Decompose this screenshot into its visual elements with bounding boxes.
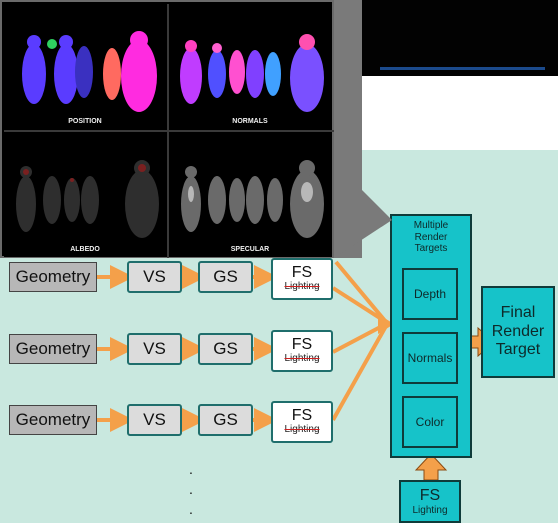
albedo-quadrant: ALBEDO (4, 132, 167, 257)
vs-label-2: VS (143, 339, 166, 358)
gbuffer-panel: POSITION NORMALS (0, 0, 334, 258)
fs-bottom-label: FS (419, 487, 441, 505)
mrt-title: Multiple Render Targets (392, 220, 470, 255)
position-label: POSITION (68, 118, 101, 125)
mrt-title-line1: Multiple (413, 220, 449, 231)
gs-label-1: GS (213, 267, 238, 286)
fs-box-2: FS Lighting (271, 330, 333, 372)
albedo-label: ALBEDO (70, 246, 100, 253)
geometry-label-1: Geometry (15, 267, 91, 286)
continuation-dots: · · · (188, 464, 194, 520)
specular-image: SPECULAR (169, 132, 332, 257)
fs-bottom-lighting-label: Lighting (412, 504, 448, 516)
fs-lighting-struck-2: Lighting (284, 353, 320, 365)
target-color-label: Color (415, 415, 445, 429)
normals-label: NORMALS (232, 118, 268, 125)
geometry-box-3: Geometry (9, 405, 97, 435)
target-depth-label: Depth (413, 287, 447, 301)
vs-box-2: VS (127, 333, 182, 365)
geometry-box-1: Geometry (9, 262, 97, 292)
mrt-title-line2: Render (414, 231, 448, 243)
gs-box-1: GS (198, 261, 253, 293)
position-image: POSITION (4, 4, 167, 129)
geometry-label-2: Geometry (15, 339, 91, 358)
vs-label-3: VS (143, 410, 166, 429)
panel-divider-horizontal (4, 130, 334, 132)
mrt-title-line3: Targets (414, 243, 448, 254)
gs-label-2: GS (213, 339, 238, 358)
geometry-label-3: Geometry (15, 410, 91, 429)
target-normals: Normals (402, 332, 458, 384)
geometry-box-2: Geometry (9, 334, 97, 364)
fs-box-1: FS Lighting (271, 258, 333, 300)
target-depth: Depth (402, 268, 458, 320)
fs-label-3: FS (291, 407, 313, 425)
specular-quadrant: SPECULAR (169, 132, 332, 257)
target-normals-label: Normals (407, 351, 453, 365)
normals-image: NORMALS (169, 4, 332, 129)
position-quadrant: POSITION (4, 4, 167, 129)
final-line2: Render (491, 322, 545, 340)
final-line1: Final (500, 304, 536, 322)
fs-lighting-box: FS Lighting (399, 480, 461, 523)
fs-box-3: FS Lighting (271, 401, 333, 443)
albedo-image: ALBEDO (4, 132, 167, 257)
callout-wedge (334, 190, 392, 258)
gs-label-3: GS (213, 410, 238, 429)
top-accent-line (380, 67, 545, 70)
gs-box-2: GS (198, 333, 253, 365)
vs-box-3: VS (127, 404, 182, 436)
vs-label-1: VS (143, 267, 166, 286)
specular-label: SPECULAR (231, 246, 270, 253)
target-color: Color (402, 396, 458, 448)
normals-quadrant: NORMALS (169, 4, 332, 129)
fs-label-1: FS (291, 264, 313, 282)
gs-box-3: GS (198, 404, 253, 436)
vs-box-1: VS (127, 261, 182, 293)
mrt-container: Multiple Render Targets Depth Normals Co… (390, 214, 472, 458)
final-render-target: Final Render Target (481, 286, 555, 378)
final-line3: Target (495, 341, 541, 359)
fs-label-2: FS (291, 336, 313, 354)
fs-lighting-struck-1: Lighting (284, 281, 320, 293)
fs-lighting-struck-3: Lighting (284, 424, 320, 436)
